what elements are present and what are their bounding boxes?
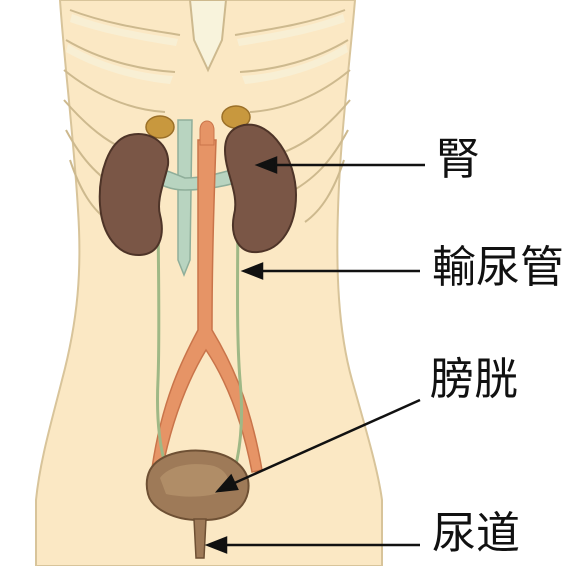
urethra-tube <box>194 519 206 558</box>
ureter-label: 輸尿管 <box>432 246 564 290</box>
kidney-label: 腎 <box>436 138 480 182</box>
urethra-label: 尿道 <box>432 512 520 556</box>
kidney-left <box>100 134 168 255</box>
adrenal-left <box>146 116 174 138</box>
bladder-label: 膀胱 <box>430 358 518 402</box>
vena-cava <box>178 120 192 275</box>
aorta-upper <box>200 121 214 145</box>
